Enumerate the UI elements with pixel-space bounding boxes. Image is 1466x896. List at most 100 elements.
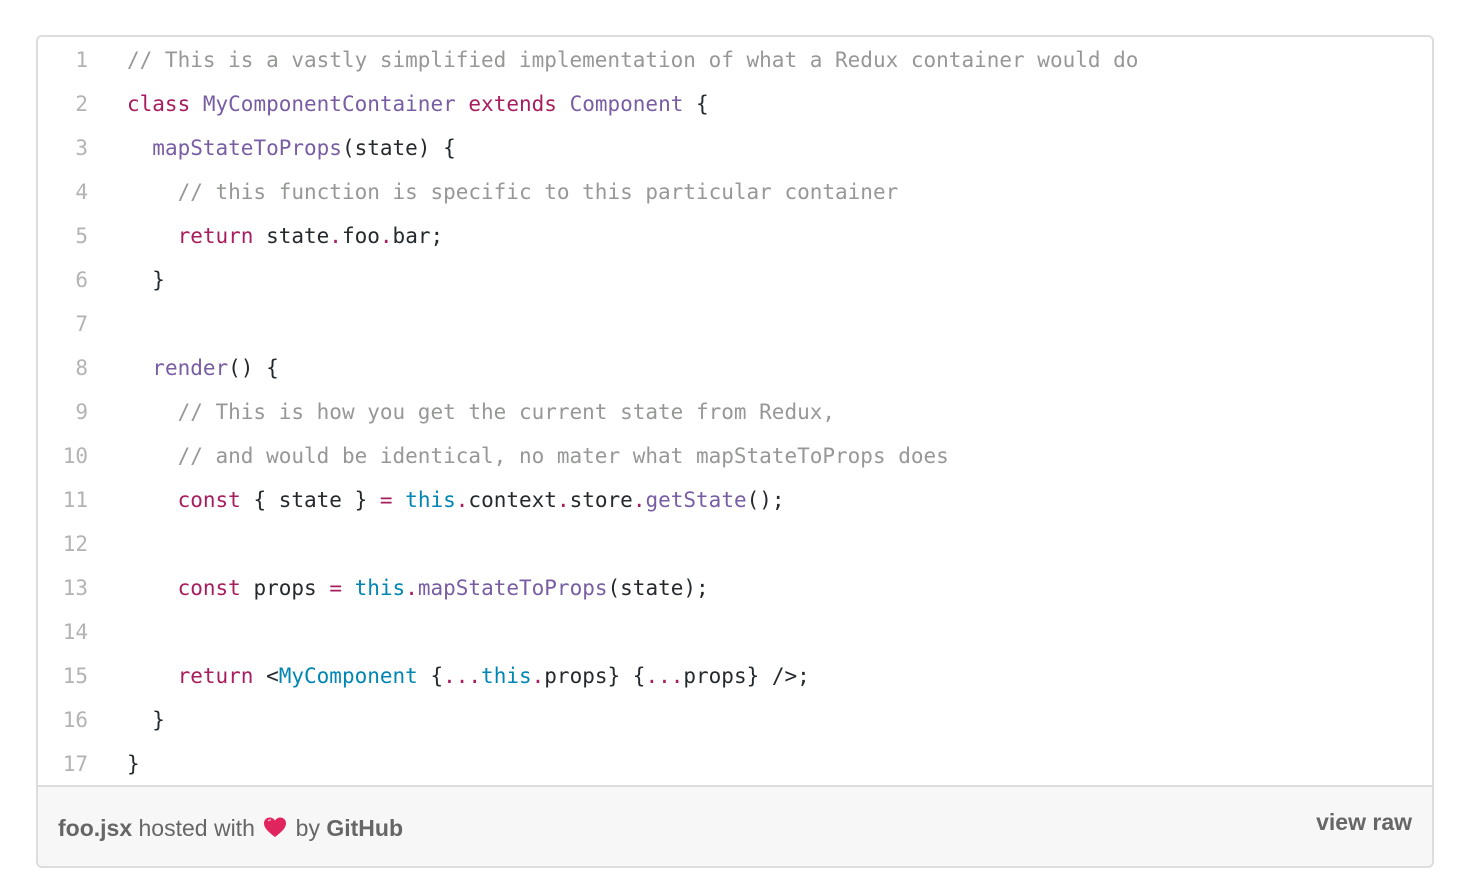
gist-container: 1 // This is a vastly simplified implemen… — [36, 35, 1434, 868]
code-token: class — [127, 92, 191, 116]
code-token: // This is a vastly simplified implement… — [127, 48, 1139, 72]
code-token — [393, 488, 406, 512]
code-text: class MyComponentContainer extends Compo… — [127, 82, 709, 126]
code-text: // and would be identical, no mater what… — [127, 434, 949, 478]
code-token: { state } — [240, 488, 380, 512]
code-token: MyComponent — [278, 664, 418, 688]
line-number[interactable]: 17 — [62, 752, 88, 776]
view-raw-link[interactable]: view raw — [1316, 809, 1412, 835]
code-token: mapStateToProps — [152, 136, 342, 160]
code-token: const — [177, 488, 241, 512]
line-number[interactable]: 1 — [75, 48, 88, 72]
code-token: ... — [645, 664, 684, 688]
code-token: () { — [228, 356, 279, 380]
code-token: (state) { — [341, 136, 456, 160]
code-token: . — [556, 488, 570, 512]
code-line: 15 return <MyComponent {...this.props} {… — [38, 654, 1432, 698]
code-token — [557, 92, 570, 116]
code-line: 6 } — [38, 258, 1432, 302]
line-number[interactable]: 12 — [62, 532, 88, 556]
github-link[interactable]: GitHub — [326, 815, 403, 841]
line-number[interactable]: 9 — [75, 400, 88, 424]
code-token: . — [379, 224, 393, 248]
code-token — [127, 488, 178, 512]
code-token — [127, 136, 152, 160]
code-line: 10 // and would be identical, no mater w… — [38, 434, 1432, 478]
code-token — [127, 664, 178, 688]
code-text: return <MyComponent {...this.props} {...… — [127, 654, 810, 698]
line-number[interactable]: 14 — [62, 620, 88, 644]
code-line: 14 — [38, 610, 1432, 654]
code-token: . — [405, 576, 418, 600]
code-line: 12 — [38, 522, 1432, 566]
code-token: = — [329, 576, 342, 600]
code-line: 16 } — [38, 698, 1432, 742]
code-token: const — [177, 576, 241, 600]
line-number[interactable]: 4 — [75, 180, 88, 204]
code-token: (); — [746, 488, 785, 512]
code-token: (state); — [607, 576, 709, 600]
line-number[interactable]: 8 — [75, 356, 88, 380]
line-number[interactable]: 13 — [62, 576, 88, 600]
code-text: // This is a vastly simplified implement… — [127, 38, 1138, 82]
code-line: 13 const props = this.mapStateToProps(st… — [38, 566, 1432, 610]
line-number[interactable]: 5 — [75, 224, 88, 248]
code-text: const { state } = this.context.store.get… — [127, 478, 785, 522]
code-token: } — [127, 268, 165, 292]
code-token: . — [632, 488, 646, 512]
line-number[interactable]: 2 — [75, 92, 88, 116]
code-line: 7 — [38, 302, 1432, 346]
code-token: render — [152, 356, 229, 380]
code-token: MyComponentContainer — [202, 92, 456, 116]
code-token: foo — [341, 224, 380, 248]
code-token: // this function is specific to this par… — [177, 180, 899, 204]
code-token: // This is how you get the current state… — [177, 400, 836, 424]
code-token: { — [417, 664, 444, 688]
code-token: this — [405, 488, 456, 512]
line-number[interactable]: 3 — [75, 136, 88, 160]
code-text: } — [127, 698, 165, 742]
code-line: 3 mapStateToProps(state) { — [38, 126, 1432, 170]
hosted-with-text: hosted with — [138, 815, 255, 841]
code-token: extends — [468, 92, 557, 116]
line-number[interactable]: 10 — [62, 444, 88, 468]
code-token: props} { — [544, 664, 646, 688]
code-token: = — [379, 488, 393, 512]
code-token: . — [329, 224, 342, 248]
code-line: 5 return state.foo.bar; — [38, 214, 1432, 258]
code-token: . — [531, 664, 545, 688]
code-token: state — [253, 224, 330, 248]
code-token: } — [127, 752, 140, 776]
code-token: . — [455, 488, 469, 512]
line-number[interactable]: 15 — [62, 664, 88, 688]
code-line: 11 const { state } = this.context.store.… — [38, 478, 1432, 522]
code-line: 2 class MyComponentContainer extends Comp… — [38, 82, 1432, 126]
heart-icon — [263, 816, 287, 844]
code-token — [190, 92, 203, 116]
code-token — [127, 356, 152, 380]
code-token: props — [240, 576, 330, 600]
line-number[interactable]: 11 — [62, 488, 88, 512]
code-token — [127, 224, 178, 248]
code-line: 8 render() { — [38, 346, 1432, 390]
code-token: store — [569, 488, 633, 512]
code-text: mapStateToProps(state) { — [127, 126, 456, 170]
code-token: this — [354, 576, 406, 600]
code-text: const props = this.mapStateToProps(state… — [127, 566, 709, 610]
code-token — [127, 576, 178, 600]
code-token: Component — [569, 92, 684, 116]
code-token: return — [177, 664, 254, 688]
code-block: 1 // This is a vastly simplified implemen… — [38, 37, 1432, 788]
gist-filename-link[interactable]: foo.jsx — [58, 815, 133, 841]
line-number[interactable]: 7 — [75, 312, 88, 336]
code-text: } — [127, 742, 140, 786]
code-text: render() { — [127, 346, 279, 390]
line-number[interactable]: 6 — [75, 268, 88, 292]
code-token: { — [683, 92, 709, 116]
code-line: 4 // this function is specific to this p… — [38, 170, 1432, 214]
code-token — [456, 92, 469, 116]
line-number[interactable]: 16 — [62, 708, 88, 732]
code-token: bar; — [392, 224, 444, 248]
gist-footer: foo.jsx hosted with by GitHub view raw — [38, 785, 1432, 866]
code-token: } — [127, 708, 165, 732]
